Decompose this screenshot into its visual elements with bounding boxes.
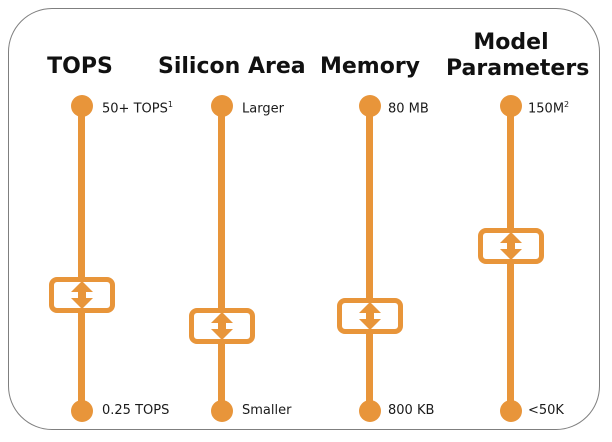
slider-handle-model-parameters[interactable]	[478, 228, 544, 265]
slider-handle-tops[interactable]	[49, 277, 115, 314]
slider-top-endpoint-model-parameters	[500, 95, 522, 117]
slider-title-tops: TOPS	[47, 54, 113, 79]
up-down-arrow-icon	[211, 311, 233, 340]
slider-handle-silicon-area[interactable]	[189, 307, 255, 344]
slider-title-line-1: Model	[473, 30, 549, 55]
slider-bottom-label-tops: 0.25 TOPS	[102, 403, 170, 418]
slider-track-memory	[366, 106, 373, 410]
slider-title-line-2: Parameters	[446, 56, 590, 81]
panel-frame	[8, 8, 600, 430]
slider-bottom-label-memory: 800 KB	[388, 403, 435, 418]
slider-title-silicon-area: Silicon Area	[158, 54, 306, 79]
up-down-arrow-icon	[500, 232, 522, 261]
slider-track-silicon-area	[218, 106, 225, 410]
slider-bottom-endpoint-memory	[359, 400, 381, 422]
slider-bottom-endpoint-silicon-area	[211, 400, 233, 422]
slider-title-model-parameters: Model Parameters	[446, 30, 590, 82]
slider-top-label-model-parameters: 150M2	[528, 100, 570, 117]
up-down-arrow-icon	[71, 281, 93, 310]
slider-handle-memory[interactable]	[337, 298, 403, 335]
slider-top-label-memory: 80 MB	[388, 101, 429, 117]
slider-bottom-label-silicon-area: Smaller	[242, 403, 292, 418]
slider-title-memory: Memory	[319, 54, 421, 79]
up-down-arrow-icon	[359, 302, 381, 331]
slider-bottom-label-model-parameters: <50K	[528, 403, 564, 418]
slider-track-tops	[78, 106, 85, 410]
slider-top-endpoint-memory	[359, 95, 381, 117]
slider-bottom-endpoint-model-parameters	[500, 400, 522, 422]
slider-top-label-tops: 50+ TOPS1	[102, 100, 173, 117]
slider-top-label-silicon-area: Larger	[242, 101, 284, 117]
slider-top-endpoint-silicon-area	[211, 95, 233, 117]
slider-top-endpoint-tops	[71, 95, 93, 117]
slider-bottom-endpoint-tops	[71, 400, 93, 422]
